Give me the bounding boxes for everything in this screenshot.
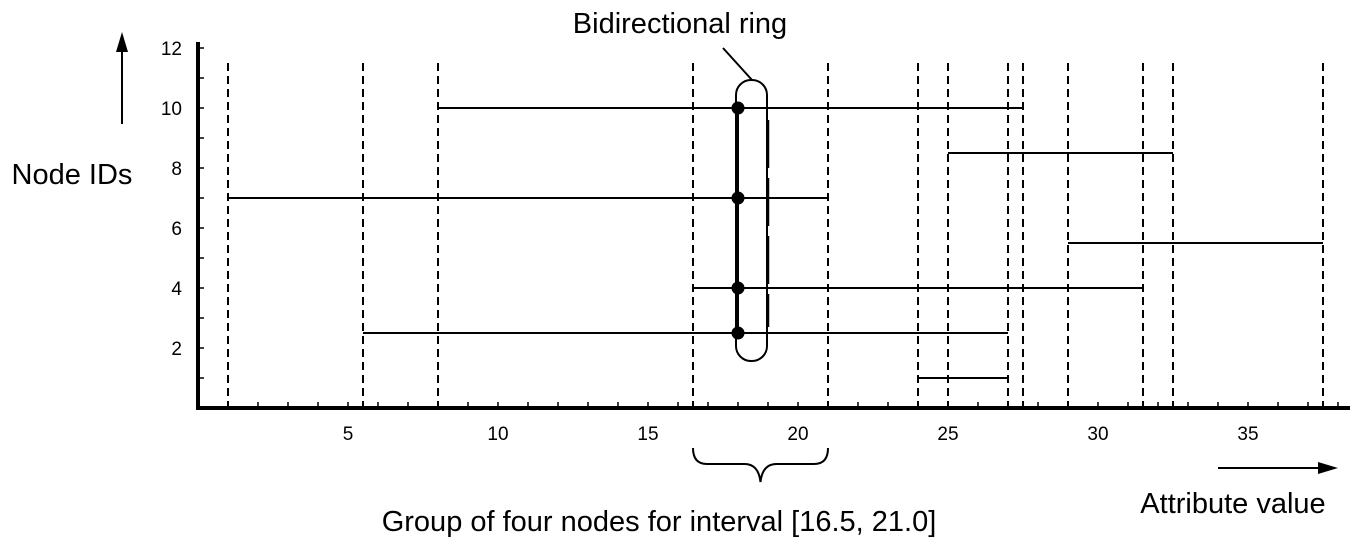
x-axis-arrowhead (1318, 462, 1338, 474)
axes (196, 42, 1350, 410)
ring-label-leader (722, 47, 753, 81)
y-tick-label: 10 (161, 99, 182, 120)
x-tick-label: 5 (343, 424, 354, 445)
axis-arrows (116, 32, 1338, 474)
x-tick-label: 25 (937, 424, 958, 445)
group-brace (692, 447, 829, 483)
y-tick-label: 4 (171, 279, 182, 300)
y-tick-label: 12 (161, 39, 182, 60)
minor-ticks (198, 47, 1339, 408)
x-tick-label: 30 (1087, 424, 1108, 445)
ring-outline (735, 79, 768, 362)
interval-boundary-guides (227, 63, 1324, 406)
y-tick-label: 8 (171, 159, 182, 180)
x-tick-label: 10 (487, 424, 508, 445)
x-tick-label: 20 (787, 424, 808, 445)
y-tick-label: 2 (171, 339, 182, 360)
ring-node (731, 191, 745, 205)
x-tick-label: 15 (637, 424, 658, 445)
node-intervals (228, 107, 1323, 379)
y-tick-label: 6 (171, 219, 182, 240)
ring-label: Bidirectional ring (573, 8, 787, 40)
group-brace-path (692, 447, 829, 483)
group-label: Group of four nodes for interval [16.5, … (382, 506, 937, 538)
x-tick-label: 35 (1237, 424, 1258, 445)
ring-node (731, 101, 745, 115)
tick-labels: 5 10 15 20 25 30 35 2 4 6 8 10 12 (161, 39, 1259, 445)
ring-node (731, 281, 745, 295)
ring-node (731, 326, 745, 340)
y-axis-arrowhead (116, 32, 128, 52)
x-axis-label: Attribute value (1140, 488, 1325, 520)
y-axis-label: Node IDs (12, 159, 133, 191)
bidirectional-ring (722, 47, 770, 362)
